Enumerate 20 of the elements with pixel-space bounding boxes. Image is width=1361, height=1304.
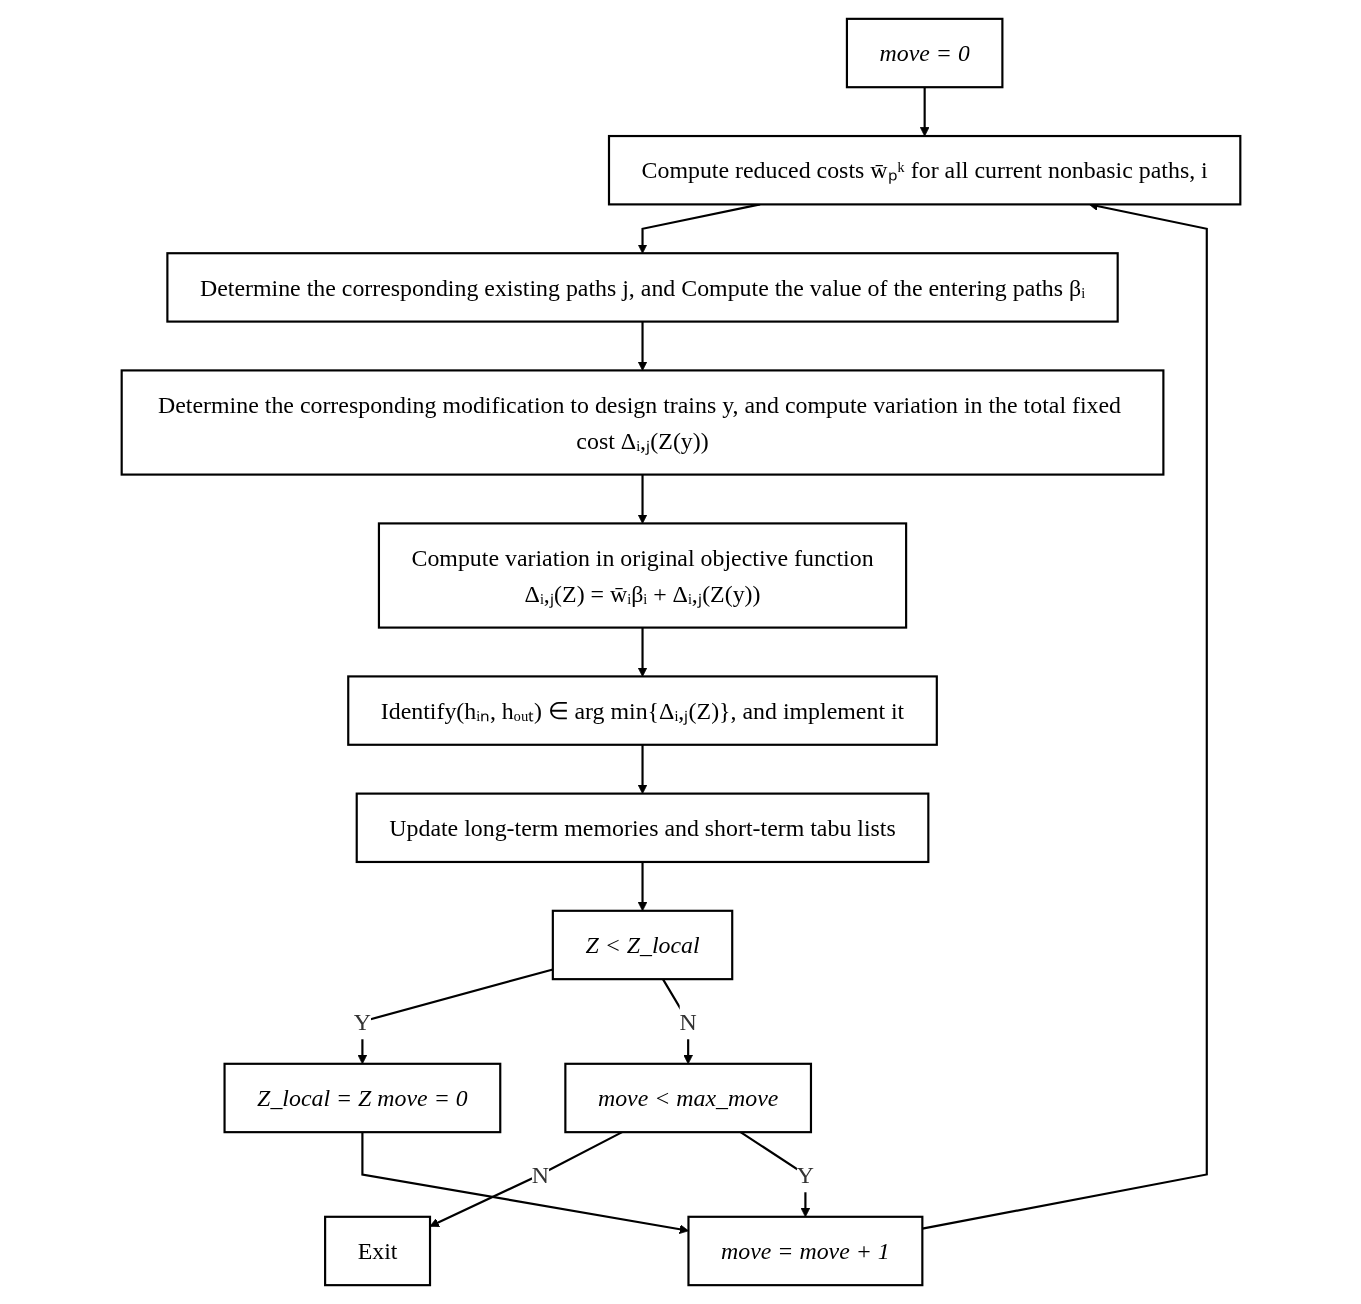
node-box: move = 0 (845, 17, 1003, 89)
edge-label: N (531, 1160, 549, 1189)
edge-label: Y (796, 1160, 814, 1189)
node-box: Update long-term memories and short-term tabu lists (355, 792, 929, 864)
node-box: Determine the corresponding modification to design trains y, and compute variation in the total fixed cost Δᵢ,ⱼ(Z(y)) (120, 369, 1164, 476)
node-box: Compute reduced costs w̄ₚᵏ for all current nonbasic paths, i (607, 134, 1241, 206)
node-box: Z_local = Z move = 0 (222, 1062, 501, 1134)
arrow (637, 321, 647, 371)
node-box: Exit (323, 1215, 431, 1287)
node-box: Determine the corresponding existing paths j, and Compute the value of the entering paths βᵢ (165, 252, 1119, 323)
node-box: Z < Z_local (551, 909, 733, 981)
arrow (919, 87, 929, 137)
node-box: Identify(hᵢₙ, hₒᵤₜ) ∈ arg min{Δᵢ,ⱼ(Z)}, and implement it (346, 675, 938, 746)
arrow (637, 627, 647, 677)
edge-label: Y (353, 1007, 371, 1036)
node-box: move < max_move (563, 1062, 812, 1134)
node-box: Compute variation in original objective function Δᵢ,ⱼ(Z) = w̄ᵢβᵢ + Δᵢ,ⱼ(Z(y)) (377, 522, 907, 629)
node-box: move = move + 1 (686, 1215, 923, 1287)
edge-label: N (679, 1007, 697, 1036)
arrow (637, 474, 647, 524)
